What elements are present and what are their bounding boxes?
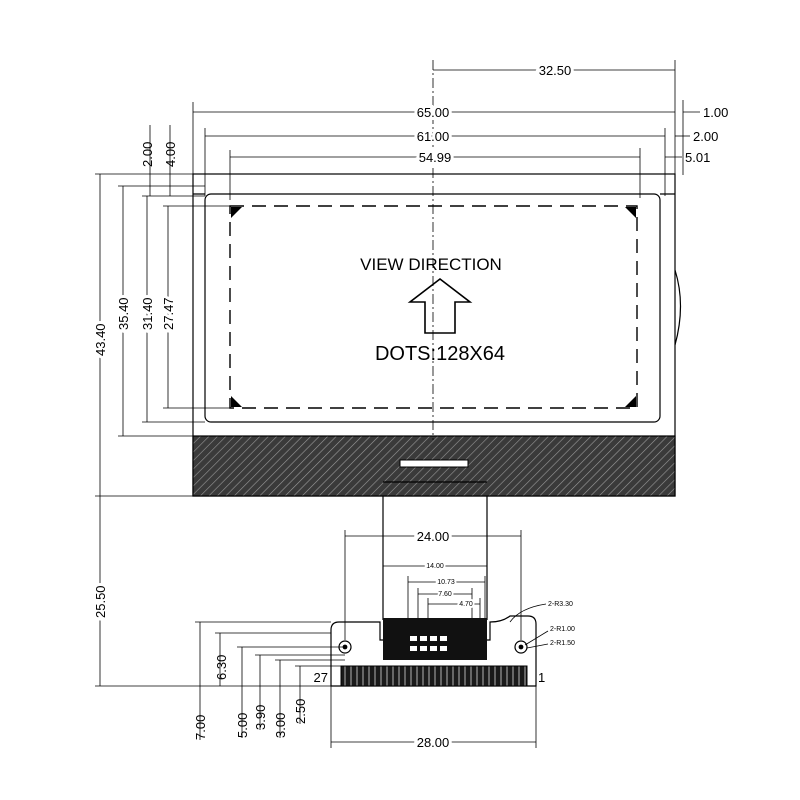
left-dimensions: 43.40 35.40 31.40 27.47 25.50 bbox=[90, 173, 331, 687]
dim-1400: 14.00 bbox=[426, 563, 444, 570]
dim-200-left: 2.00 bbox=[140, 142, 155, 167]
corner-marker-br bbox=[625, 396, 636, 407]
bottom-left-dimensions: 7.00 6.30 5.00 3.90 3.00 2.50 bbox=[193, 621, 345, 740]
dim-300: 3.00 bbox=[273, 713, 288, 738]
dim-630: 6.30 bbox=[214, 655, 229, 680]
dim-100: 1.00 bbox=[703, 105, 728, 120]
dim-760: 7.60 bbox=[438, 591, 452, 598]
dim-390: 3.90 bbox=[253, 705, 268, 730]
pin-row bbox=[340, 665, 528, 687]
dim-2747: 27.47 bbox=[161, 297, 176, 330]
dots-label: DOTS:128X64 bbox=[375, 343, 505, 365]
dim-r100: 2-R1.00 bbox=[550, 626, 575, 633]
corner-marker-bl bbox=[231, 396, 242, 407]
tail-dimensions: 24.00 14.00 10.73 7.60 4.70 2-R3.30 2-R1… bbox=[330, 526, 575, 753]
dim-2800: 28.00 bbox=[417, 735, 450, 750]
leader-r330 bbox=[509, 603, 547, 623]
viewing-area-dashed bbox=[229, 205, 638, 409]
connector-board bbox=[330, 615, 537, 687]
dim-2550: 25.50 bbox=[93, 585, 108, 618]
mount-hole-right bbox=[514, 640, 528, 654]
glass-frame bbox=[204, 193, 661, 423]
dim-200-right: 2.00 bbox=[693, 129, 718, 144]
dim-3540: 35.40 bbox=[116, 297, 131, 330]
pin-label-27: 27 bbox=[314, 670, 328, 685]
right-side-tab bbox=[674, 269, 682, 346]
view-direction-label: VIEW DIRECTION bbox=[360, 255, 502, 274]
dim-2400: 24.00 bbox=[417, 529, 450, 544]
top-dimensions: 32.50 65.00 1.00 61.00 2.00 54.99 5.01 2… bbox=[140, 60, 728, 200]
dim-250: 2.50 bbox=[293, 699, 308, 724]
dim-r150: 2-R1.50 bbox=[550, 640, 575, 647]
module-body: VIEW DIRECTION DOTS:128X64 bbox=[192, 60, 682, 497]
dim-r330: 2-R3.30 bbox=[548, 601, 573, 608]
view-direction-arrow bbox=[407, 277, 473, 334]
band-slot bbox=[399, 459, 469, 468]
dim-4340: 43.40 bbox=[93, 323, 108, 356]
dim-501: 5.01 bbox=[685, 150, 710, 165]
flex-tail: 27 1 bbox=[314, 481, 545, 687]
corner-marker-tr bbox=[625, 207, 636, 218]
leader-r150 bbox=[526, 643, 549, 649]
block-windows bbox=[410, 636, 447, 651]
mount-hole-right-center bbox=[518, 644, 524, 650]
dim-6500: 65.00 bbox=[417, 105, 450, 120]
dim-700: 7.00 bbox=[193, 715, 208, 740]
tail-strip bbox=[382, 481, 488, 620]
dim-3250: 32.50 bbox=[539, 63, 572, 78]
dim-3140: 31.40 bbox=[140, 297, 155, 330]
leader-r100 bbox=[524, 630, 549, 646]
dim-1073: 10.73 bbox=[437, 579, 455, 586]
pin-label-1: 1 bbox=[538, 670, 545, 685]
dim-400-left: 4.00 bbox=[163, 142, 178, 167]
corner-marker-tl bbox=[231, 207, 242, 218]
dim-470: 4.70 bbox=[459, 601, 473, 608]
dim-6100: 61.00 bbox=[417, 129, 450, 144]
dim-5499: 54.99 bbox=[419, 150, 452, 165]
dim-500: 5.00 bbox=[235, 713, 250, 738]
